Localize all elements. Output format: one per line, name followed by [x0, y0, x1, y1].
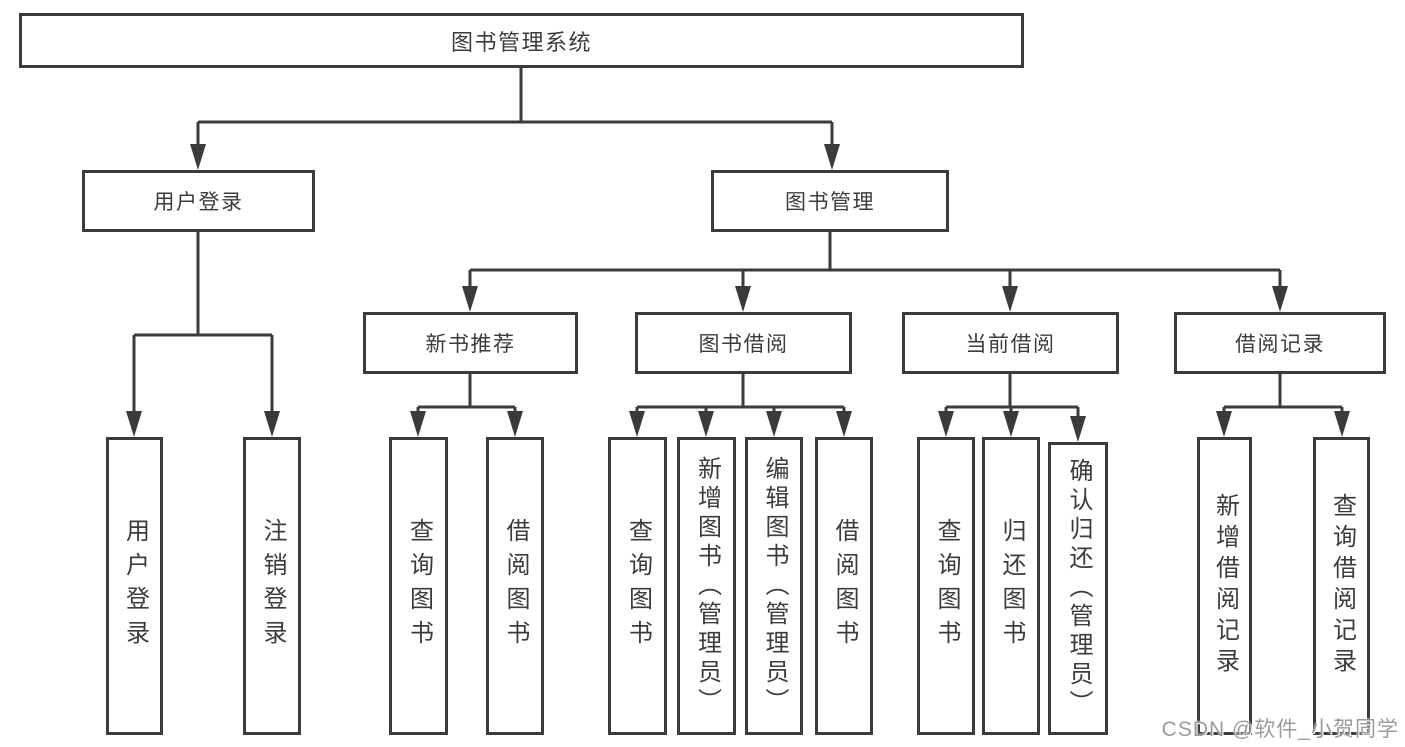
leaf-label: 注销登录 — [259, 518, 286, 654]
node-label: 当前借阅 — [965, 333, 1056, 356]
arrowhead-icons — [126, 144, 1350, 442]
leaf-add-borrow-record: 新增借阅记录 — [1197, 437, 1252, 735]
leaf-label: 归还图书 — [998, 518, 1025, 654]
node-user-login: 用户登录 — [82, 170, 315, 232]
node-label: 图书借阅 — [698, 333, 789, 356]
leaf-add-books-admin: 新增图书（管理员） — [677, 437, 736, 735]
leaf-borrow-books: 借阅图书 — [815, 437, 873, 735]
leaf-label: 查询图书 — [933, 518, 960, 654]
node-label: 图书管理 — [785, 191, 875, 214]
leaf-label: 查询图书 — [405, 518, 433, 654]
node-label: 用户登录 — [153, 191, 244, 214]
leaf-label: 借阅图书 — [831, 518, 858, 654]
node-new-book-recommend: 新书推荐 — [363, 312, 578, 374]
node-book-borrow: 图书借阅 — [635, 312, 852, 374]
leaf-user-login: 用户登录 — [106, 437, 163, 735]
node-label: 新书推荐 — [425, 333, 516, 356]
leaf-label: 借阅图书 — [502, 518, 529, 654]
leaf-label: 新增图书（管理员） — [693, 455, 721, 717]
leaf-query-books-current: 查询图书 — [917, 437, 975, 735]
leaf-query-books-borrow: 查询图书 — [608, 437, 667, 735]
leaf-logout: 注销登录 — [243, 437, 301, 735]
leaf-borrow-books-recommend: 借阅图书 — [486, 437, 544, 735]
leaf-return-books: 归还图书 — [982, 437, 1040, 735]
leaf-edit-books-admin: 编辑图书（管理员） — [745, 437, 803, 735]
node-label: 借阅记录 — [1235, 333, 1325, 356]
leaf-confirm-return-admin: 确认归还（管理员） — [1048, 442, 1108, 735]
node-book-management: 图书管理 — [711, 170, 949, 232]
leaf-label: 查询图书 — [624, 518, 652, 654]
leaf-label: 编辑图书（管理员） — [761, 455, 788, 717]
node-label: 图书管理系统 — [450, 29, 592, 55]
leaf-label: 用户登录 — [121, 518, 149, 654]
leaf-query-borrow-record: 查询借阅记录 — [1313, 437, 1370, 735]
leaf-label: 确认归还（管理员） — [1065, 458, 1092, 719]
node-root-library-system: 图书管理系统 — [19, 13, 1024, 68]
leaf-query-books-recommend: 查询图书 — [389, 437, 448, 735]
node-current-borrow: 当前借阅 — [902, 312, 1119, 374]
leaf-label: 查询借阅记录 — [1328, 493, 1356, 679]
node-borrow-records: 借阅记录 — [1174, 312, 1386, 374]
leaf-label: 新增借阅记录 — [1211, 493, 1239, 679]
csdn-watermark: CSDN @软件_小贺同学 — [1161, 718, 1399, 741]
